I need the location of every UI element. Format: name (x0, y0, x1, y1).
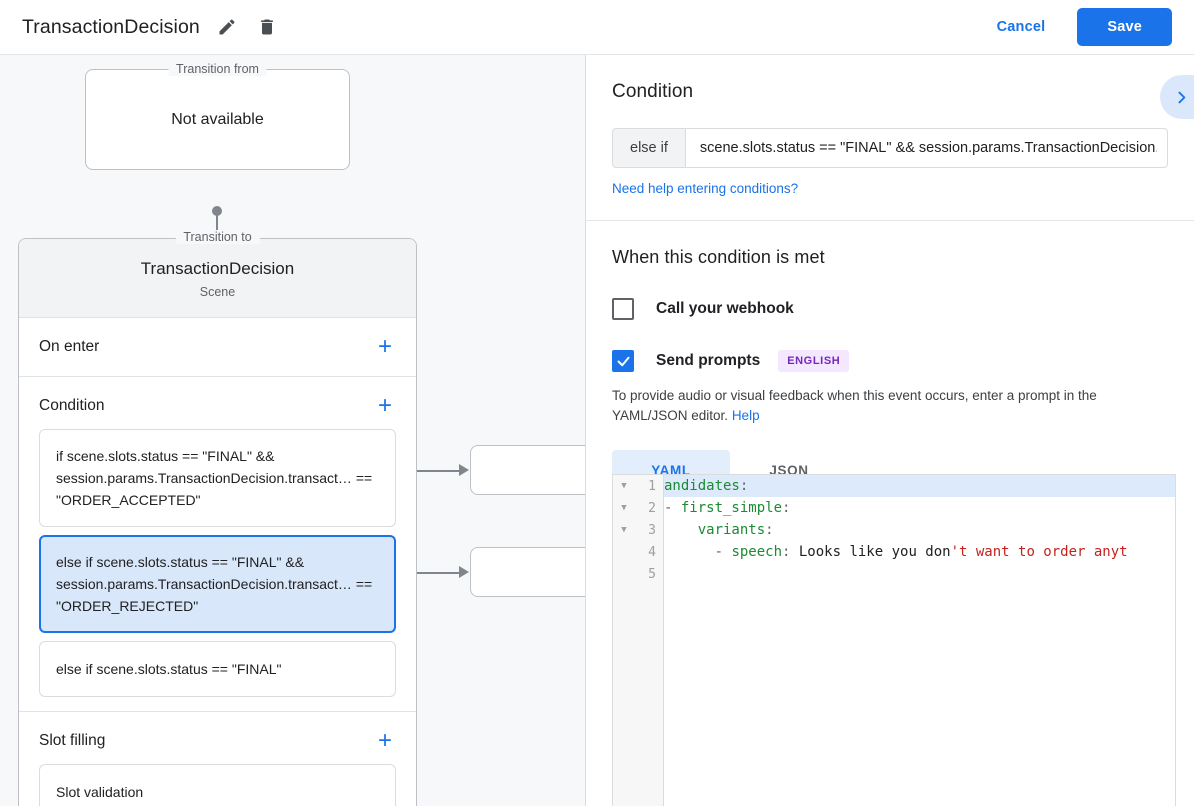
editor-gutter-row: ▼1 (613, 475, 663, 497)
condition-item-accepted[interactable]: if scene.slots.status == "FINAL" && sess… (39, 429, 396, 527)
edge-line-2 (401, 572, 463, 574)
trash-icon[interactable] (254, 14, 280, 40)
editor-line-number: 4 (648, 544, 656, 560)
section-on-enter: On enter + (19, 318, 416, 377)
pencil-icon[interactable] (214, 14, 240, 40)
code-token: : (782, 544, 799, 560)
help-link[interactable]: Help (731, 408, 760, 423)
transition-from-value: Not available (171, 110, 264, 128)
call-webhook-row: Call your webhook (612, 298, 1168, 320)
editor-code-line[interactable]: - speech: Looks like you don't want to o… (664, 541, 1175, 563)
add-slot-filling-button[interactable]: + (377, 727, 392, 754)
code-token (664, 522, 698, 538)
scene-name: TransactionDecision (140, 259, 295, 278)
panel-divider (585, 55, 586, 806)
section-head-on-enter: On enter + (19, 318, 416, 362)
send-prompts-checkbox[interactable] (612, 350, 634, 372)
add-on-enter-button[interactable]: + (377, 333, 392, 360)
app-header: TransactionDecision Cancel Save (0, 0, 1194, 55)
scene-type: Scene (199, 285, 236, 299)
target-node-rejected[interactable] (470, 547, 586, 597)
editor-code-line[interactable] (664, 563, 1175, 585)
code-token: variants (697, 522, 766, 538)
editor-gutter-row: 5 (613, 563, 663, 585)
fold-caret-icon[interactable]: ▼ (621, 525, 627, 535)
code-token: - (664, 544, 732, 560)
transition-to-card: Transition to TransactionDecision Scene … (18, 230, 417, 806)
edge-arrowhead-2 (459, 566, 469, 578)
code-token: : (765, 522, 774, 538)
edge-line-1 (401, 470, 463, 472)
target-node-accepted[interactable] (470, 445, 586, 495)
editor-line-number: 5 (648, 566, 656, 582)
transition-from-legend: Transition from (168, 62, 267, 76)
panel-title: Condition (612, 81, 694, 102)
code-token: first_simple (680, 500, 783, 516)
when-condition-met-heading: When this condition is met (612, 247, 825, 267)
section-head-slot-filling: Slot filling + (19, 712, 416, 756)
save-button[interactable]: Save (1077, 8, 1172, 46)
chevron-right-icon[interactable] (1160, 75, 1194, 119)
section-title-on-enter: On enter (39, 338, 100, 355)
editor-gutter-row: ▼3 (613, 519, 663, 541)
section-title-condition: Condition (39, 397, 105, 414)
code-token: : (782, 500, 791, 516)
call-webhook-label: Call your webhook (656, 300, 794, 317)
slot-validation-item[interactable]: Slot validation (39, 764, 396, 806)
condition-item-final[interactable]: else if scene.slots.status == "FINAL" (39, 641, 396, 697)
condition-expression-input[interactable] (684, 128, 1168, 168)
editor-code-area[interactable]: andidates:- first_simple: variants: - sp… (664, 475, 1175, 806)
edge-arrowhead-1 (459, 464, 469, 476)
page-title: TransactionDecision (22, 15, 200, 38)
editor-code-line[interactable]: andidates: (664, 475, 1175, 497)
send-prompts-label: Send prompts (656, 352, 761, 369)
editor-code-line[interactable]: - first_simple: (664, 497, 1175, 519)
section-slot-filling: Slot filling + Slot validation (19, 712, 416, 806)
fold-caret-icon[interactable]: ▼ (621, 481, 627, 491)
code-token: : (739, 478, 749, 494)
add-condition-button[interactable]: + (377, 392, 392, 419)
prompts-description-text: To provide audio or visual feedback when… (612, 388, 1097, 423)
need-help-conditions-link[interactable]: Need help entering conditions? (612, 181, 799, 196)
prompts-description: To provide audio or visual feedback when… (612, 386, 1168, 426)
editor-line-number: 2 (648, 500, 656, 516)
panel-header: Condition else if Need help entering con… (586, 55, 1194, 221)
send-prompts-row: Send prompts ENGLISH (612, 350, 1168, 372)
editor-line-number: 3 (648, 522, 656, 538)
condition-editor-row: else if (612, 128, 1168, 168)
scene-header[interactable]: TransactionDecision Scene (19, 239, 416, 318)
language-badge: ENGLISH (778, 350, 850, 372)
fold-caret-icon[interactable]: ▼ (621, 503, 627, 513)
code-token: andidates (664, 478, 740, 494)
transition-from-card[interactable]: Transition from Not available (85, 62, 350, 170)
condition-item-rejected[interactable]: else if scene.slots.status == "FINAL" &&… (39, 535, 396, 633)
panel-body: When this condition is met Call your web… (586, 221, 1194, 491)
section-condition: Condition + if scene.slots.status == "FI… (19, 377, 416, 712)
editor-code-line[interactable]: variants: (664, 519, 1175, 541)
transition-to-legend: Transition to (175, 230, 260, 244)
section-head-condition: Condition + (19, 377, 416, 421)
editor-line-number: 1 (648, 478, 656, 494)
editor-gutter-row: ▼2 (613, 497, 663, 519)
code-token: - (664, 500, 681, 516)
code-token: 't want to order anyt (950, 544, 1128, 560)
editor-gutter-row: 4 (613, 541, 663, 563)
call-webhook-checkbox[interactable] (612, 298, 634, 320)
cancel-button[interactable]: Cancel (981, 10, 1062, 44)
scene-graph-canvas[interactable]: Transition from Not available Transition… (0, 55, 586, 806)
section-title-slot-filling: Slot filling (39, 732, 106, 749)
code-token: speech (731, 544, 783, 560)
code-token: Looks like you don (798, 544, 951, 560)
condition-prefix-label: else if (612, 128, 685, 168)
